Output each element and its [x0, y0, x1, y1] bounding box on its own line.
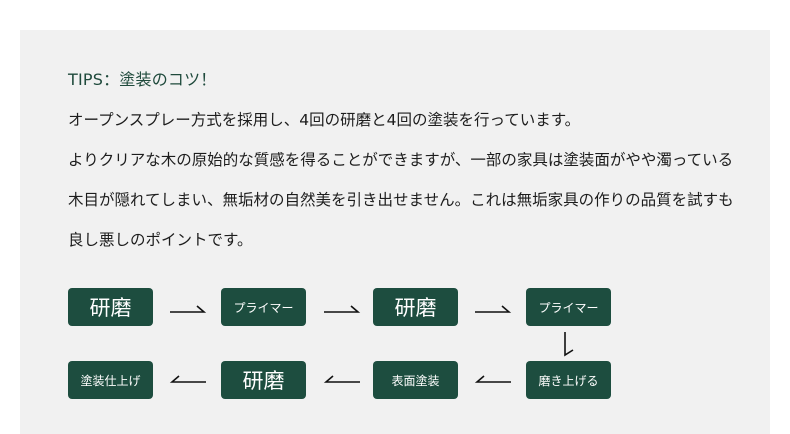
- flow-step-surface-coat: 表面塗装: [373, 361, 458, 399]
- flow-step-primer-1: プライマー: [221, 288, 306, 326]
- flow-step-finish-coat: 塗装仕上げ: [68, 361, 153, 399]
- tips-title: TIPS：塗装のコツ！: [68, 70, 217, 89]
- arrow-right-icon: [322, 302, 362, 316]
- paragraph-line-1: オープンスプレー方式を採用し、4回の研磨と4回の塗装を行っています。: [68, 111, 581, 129]
- flow-step-polish: 磨き上げる: [526, 361, 611, 399]
- arrow-left-icon: [168, 372, 208, 386]
- arrow-left-icon: [473, 372, 513, 386]
- arrow-right-icon: [168, 302, 208, 316]
- flow-step-sanding-3: 研磨: [221, 361, 306, 399]
- arrow-left-icon: [322, 372, 362, 386]
- paragraph-line-2: よりクリアな木の原始的な質感を得ることができますが、一部の家具は塗装面がやや濁っ…: [68, 151, 734, 169]
- flow-step-primer-2: プライマー: [526, 288, 611, 326]
- paragraph-line-3: 木目が隠れてしまい、無垢材の自然美を引き出せません。これは無垢家具の作りの品質を…: [68, 191, 734, 209]
- flow-step-sanding-2: 研磨: [373, 288, 458, 326]
- flow-step-sanding-1: 研磨: [68, 288, 153, 326]
- paragraph-line-4: 良し悪しのポイントです。: [68, 231, 253, 249]
- arrow-down-icon: [560, 330, 576, 358]
- arrow-right-icon: [473, 302, 513, 316]
